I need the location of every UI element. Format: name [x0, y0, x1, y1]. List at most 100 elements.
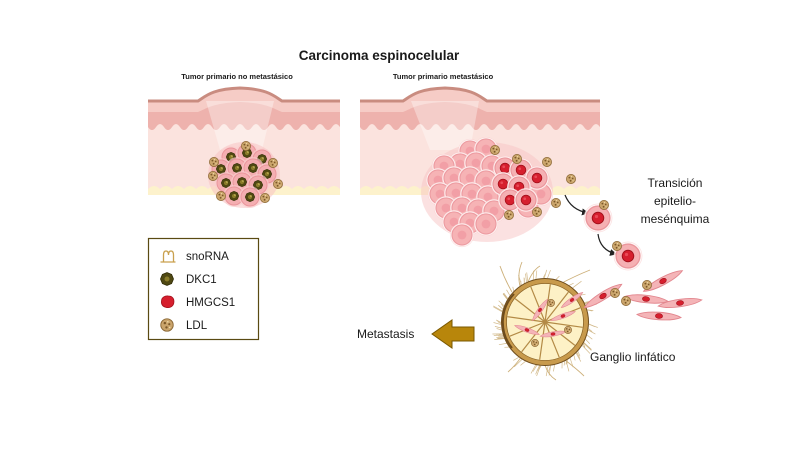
node-fiber: [576, 352, 581, 359]
light-column: [411, 101, 479, 150]
node-trabecula: [544, 291, 569, 323]
ldl-particle: [641, 279, 653, 291]
node-fiber: [572, 280, 582, 289]
ldl-particle: [611, 240, 623, 252]
node-fiber: [496, 319, 502, 323]
node-fiber: [553, 364, 555, 372]
node-fiber: [586, 334, 593, 340]
ldl-particle: [511, 153, 523, 165]
panel-label-metastatic: Tumor primario metastásico: [393, 72, 494, 81]
node-fiber: [587, 309, 594, 311]
ldl-particle: [609, 287, 621, 299]
lymphatic-vessel: [544, 364, 557, 381]
mesenchymal-cell: [636, 310, 682, 322]
node-fiber: [501, 303, 504, 308]
ldl-particle: [531, 206, 543, 218]
node-trabecula: [507, 316, 546, 323]
node-fiber: [573, 355, 576, 361]
emt-label-line2: epitelio-: [654, 194, 696, 208]
node-fiber: [536, 365, 541, 377]
migration-arrow-1: [564, 194, 589, 216]
node-fiber: [498, 304, 504, 310]
lymph-node-outer-edge: [501, 278, 589, 366]
lymph-node-trabeculae: [507, 284, 583, 360]
hmgcs1-icon: [161, 295, 175, 309]
node-fiber: [583, 342, 592, 350]
lymphatic-vessel: [559, 269, 591, 285]
lymph-node-fibers: [492, 261, 607, 381]
node-fiber: [520, 361, 526, 366]
node-fiber: [569, 282, 574, 286]
ldl-particle: [598, 199, 610, 211]
node-fiber: [575, 352, 582, 362]
node-fiber: [543, 269, 548, 279]
snorna-icon: [160, 250, 176, 263]
node-fiber: [583, 342, 592, 351]
node-fiber: [513, 356, 519, 361]
node-fiber: [493, 306, 503, 313]
legend-item-dkc1: DKC1: [160, 272, 217, 286]
lymphatic-vessel: [518, 261, 523, 287]
node-fiber: [502, 293, 508, 300]
node-fiber: [532, 365, 538, 372]
legend-label-snorna: snoRNA: [186, 251, 229, 263]
lymph-node-center: [542, 319, 548, 325]
emt-label-line3: mesénquima: [641, 212, 710, 226]
node-fiber: [555, 275, 560, 280]
ldl-particle: [563, 325, 573, 335]
ldl-particle: [565, 173, 577, 185]
node-fiber: [498, 343, 507, 346]
node-fiber: [496, 328, 502, 331]
ldl-particle: [208, 156, 220, 168]
light-column: [206, 101, 274, 150]
diagram-title: Carcinoma espinocelular: [299, 48, 460, 63]
dkc1-icon-core: [164, 276, 170, 282]
ldl-particle: [546, 298, 556, 308]
panel-label-nonmetastatic: Tumor primario no metastásico: [181, 72, 293, 81]
node-fiber: [525, 273, 527, 283]
node-fiber: [588, 323, 598, 328]
ldl-particle: [620, 295, 632, 307]
node-trabecula: [530, 286, 546, 323]
ldl-particle: [267, 157, 279, 169]
lymph-node-label: Ganglio linfático: [590, 350, 676, 364]
node-fiber: [506, 289, 511, 296]
lymphatic-vessel: [527, 265, 541, 283]
basal-layer: [360, 102, 600, 130]
node-trabecula: [514, 298, 546, 323]
node-fiber: [588, 328, 593, 332]
node-fiber: [530, 364, 536, 374]
lymph-node-hilum: [501, 293, 515, 349]
ldl-particle: [489, 144, 501, 156]
node-fiber: [494, 326, 502, 329]
basal-layer: [148, 102, 340, 130]
legend-label-ldl: LDL: [186, 320, 208, 332]
node-fiber: [498, 300, 505, 306]
node-fiber: [536, 365, 541, 372]
lymphatic-vessel: [499, 265, 513, 293]
ldl-particle: [541, 156, 553, 168]
node-fiber: [577, 351, 581, 357]
migrating-tumor-cell: [583, 203, 613, 233]
migrating-cells: [583, 199, 643, 271]
emt-label-line1: Transición: [648, 176, 703, 190]
node-fiber: [548, 365, 551, 372]
lymphatic-vessel: [564, 359, 585, 377]
node-fiber: [498, 335, 504, 338]
lymph-node-inner-edge: [506, 283, 584, 361]
metastasis-arrow: [431, 319, 475, 349]
stratum-corneum: [148, 86, 340, 103]
node-fiber: [497, 321, 502, 324]
lymph-node: [492, 261, 607, 381]
node-fiber: [493, 322, 502, 325]
node-trabecula: [539, 321, 546, 360]
ldl-particle: [503, 209, 515, 221]
node-fiber: [588, 329, 596, 335]
ldl-particle: [207, 170, 219, 182]
migration-arrow-2: [597, 233, 617, 256]
mesenchymal-cell: [657, 295, 703, 311]
node-fiber: [535, 270, 538, 279]
node-fiber: [503, 292, 509, 299]
ldl-particle: [215, 190, 227, 202]
node-trabecula: [544, 321, 560, 358]
